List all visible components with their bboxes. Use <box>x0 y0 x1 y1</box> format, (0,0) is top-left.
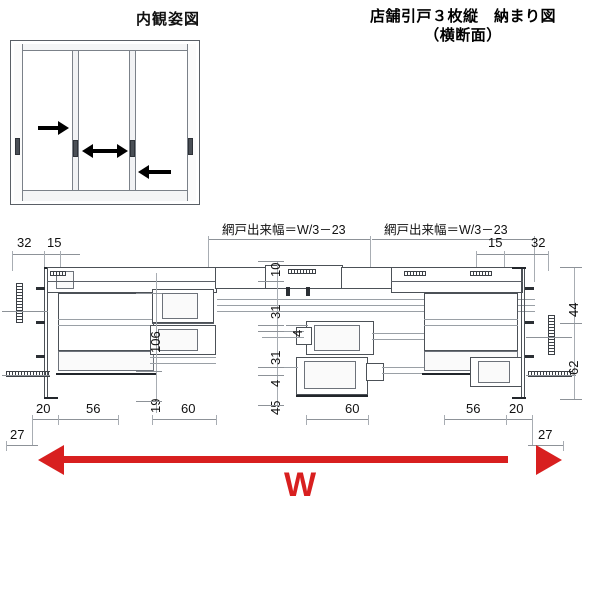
top-dim-right-32: 32 <box>531 235 546 250</box>
vdim-right-44: 44 <box>566 302 581 317</box>
elevation-inner-frame <box>14 44 196 201</box>
top-rail-joint-left <box>215 267 267 289</box>
anchor-screw-right-upper <box>548 315 555 355</box>
w-arrow-head-left <box>38 445 64 475</box>
top-dim-line-right <box>476 254 548 255</box>
elevation-handle-2 <box>130 140 135 157</box>
elevation-sill-rail <box>14 190 196 201</box>
top-rail-right <box>391 267 523 293</box>
elevation-stile-2 <box>129 51 136 190</box>
edge-dim-right-27: 27 <box>538 427 553 442</box>
drawing-title-line2: （横断面） <box>424 26 502 44</box>
w-arrow-bar <box>62 456 508 463</box>
w-arrow-head-right <box>536 445 562 475</box>
elevation-head-rail <box>14 44 196 51</box>
bottom-dim-60-left: 60 <box>181 401 196 416</box>
elevation-handle-right <box>188 138 193 155</box>
anchor-screw-left-upper <box>16 283 23 323</box>
bottom-dim-20-right: 20 <box>509 401 524 416</box>
w-label: W <box>283 466 317 504</box>
vdim-center-45: 45 <box>268 400 283 415</box>
bottom-dim-60-right: 60 <box>345 401 360 416</box>
elevation-right-jamb <box>187 44 196 201</box>
top-dim-left-15: 15 <box>47 235 62 250</box>
note-dim-line-right <box>372 239 534 240</box>
drawing-title-line1: 店舗引戸３枚縦 納まり図 <box>369 8 556 25</box>
top-dim-left-32: 32 <box>17 235 32 250</box>
panel-right-arrow <box>138 164 172 179</box>
anchor-screw-right-lower <box>528 371 572 377</box>
vdim-center-4b: 4 <box>268 379 283 387</box>
top-dim-line-left <box>12 254 80 255</box>
left-panel-profile <box>58 293 154 351</box>
cross-section-view: 網戸出来幅＝W/3－23 網戸出来幅＝W/3－23 32 15 15 32 <box>0 215 600 475</box>
vdim-center-31a: 31 <box>268 304 283 319</box>
bottom-dim-line-left-a <box>32 419 118 420</box>
vdim-center-10: 10 <box>268 262 283 277</box>
note-dim-line-left <box>208 239 370 240</box>
vdim-center-31b: 31 <box>268 350 283 365</box>
elevation-handle-left <box>15 138 20 155</box>
bottom-dim-56-right: 56 <box>466 401 481 416</box>
vdim-left-106: 106 <box>148 331 163 353</box>
edge-dim-left-27: 27 <box>10 427 25 442</box>
elevation-left-jamb <box>14 44 23 201</box>
screen-width-note-right: 網戸出来幅＝W/3－23 <box>384 223 508 237</box>
bottom-dim-20-left: 20 <box>36 401 51 416</box>
bottom-dim-line-right-b <box>306 419 368 420</box>
drawing-title: 店舗引戸３枚縦 納まり図 （横断面） <box>330 8 596 46</box>
bottom-dim-line-left-b <box>152 419 216 420</box>
left-panel-base <box>58 351 154 371</box>
panel-center-arrow <box>82 143 128 158</box>
elevation-stile-1 <box>72 51 79 190</box>
overall-width-indicator: W <box>0 440 600 504</box>
panel-left-arrow <box>38 120 72 135</box>
bottom-dim-56-left: 56 <box>86 401 101 416</box>
vdim-right-62: 62 <box>566 360 581 375</box>
anchor-screw-left-lower <box>6 371 50 377</box>
top-rail-joint-right <box>341 267 393 289</box>
elevation-view <box>10 40 200 205</box>
vdim-center-4a: 4 <box>290 329 305 337</box>
top-dim-right-15: 15 <box>488 235 503 250</box>
elevation-handle-1 <box>73 140 78 157</box>
right-panel-profile <box>424 293 518 351</box>
bottom-dim-line-right-a <box>444 419 532 420</box>
elevation-heading: 内観姿図 <box>135 11 200 28</box>
screen-width-note-left: 網戸出来幅＝W/3－23 <box>222 223 346 237</box>
